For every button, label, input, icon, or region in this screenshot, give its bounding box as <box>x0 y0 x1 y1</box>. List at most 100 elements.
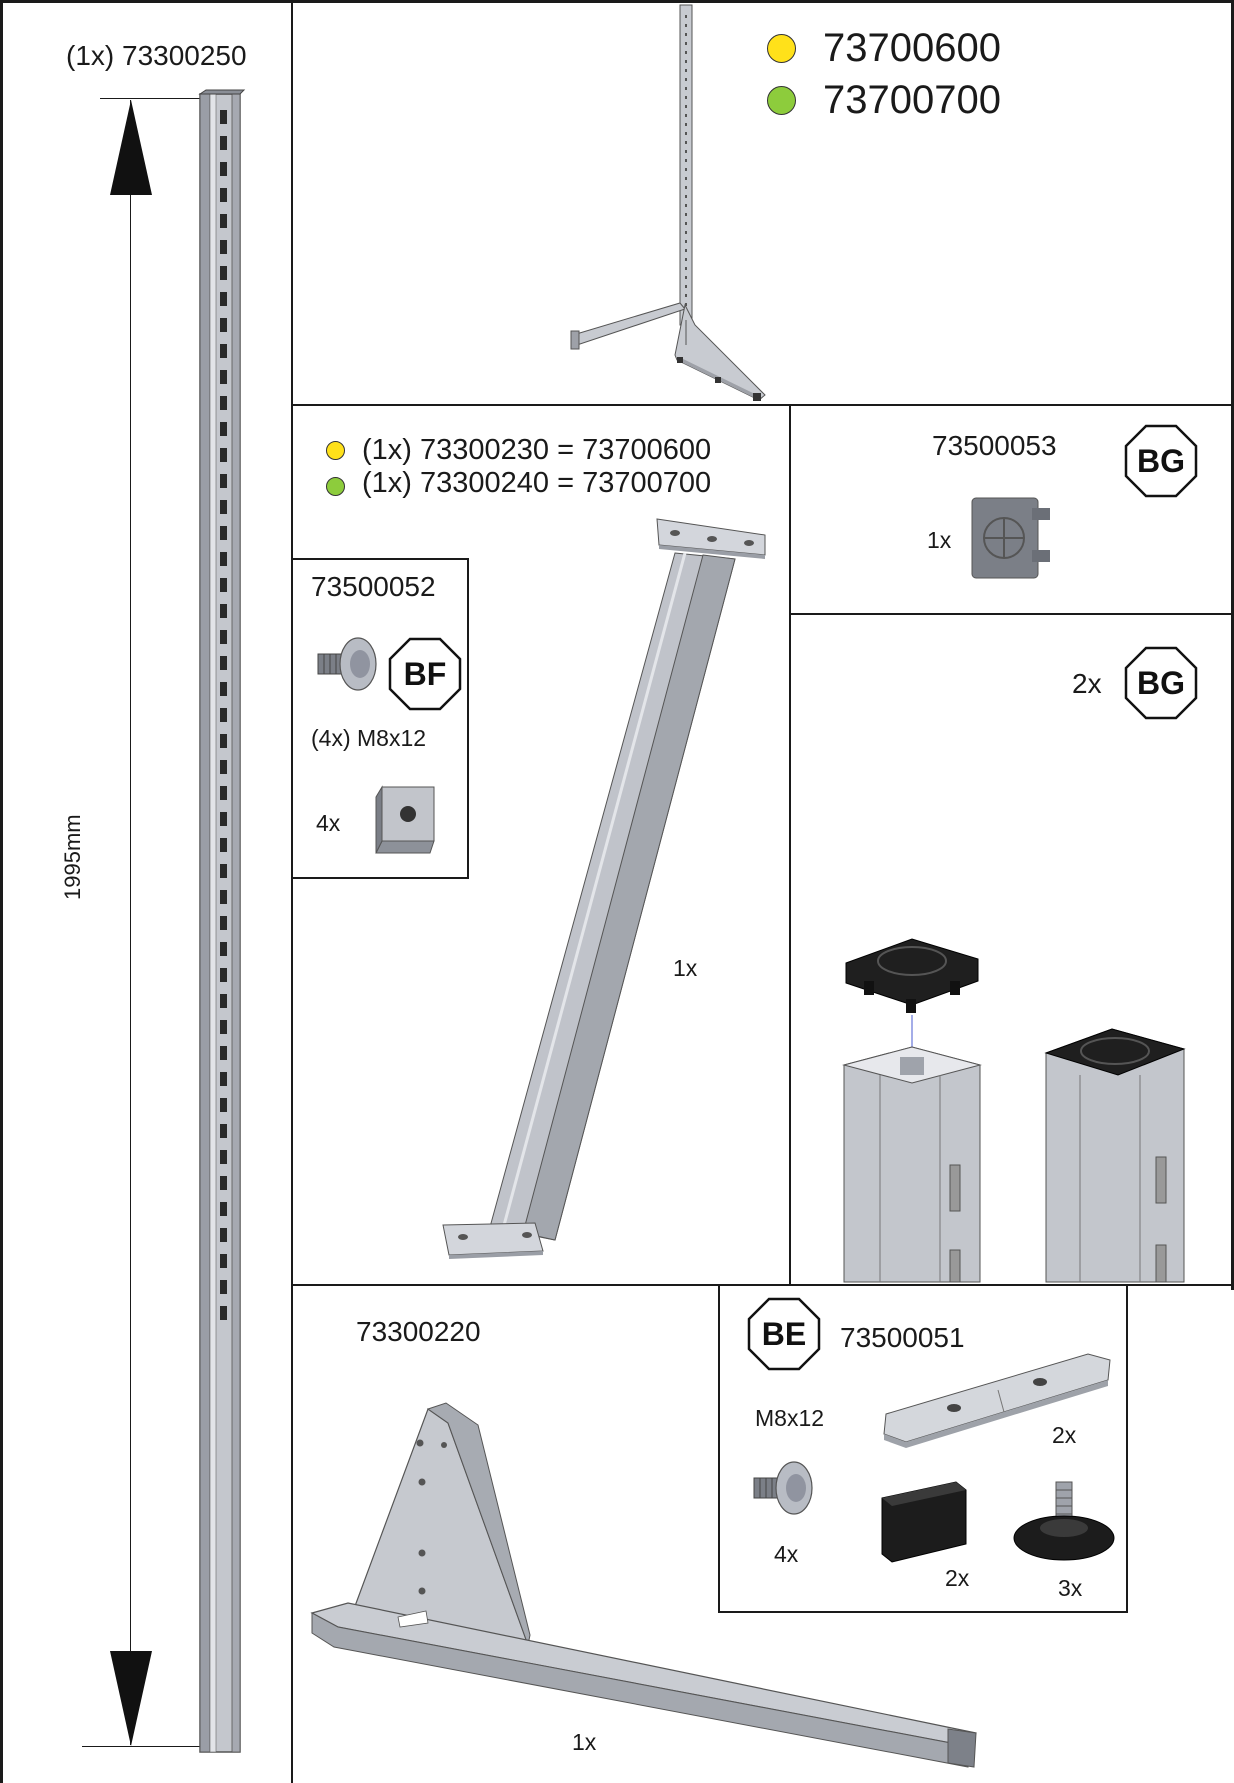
upright-slot <box>220 1254 227 1268</box>
upright-post-drawing <box>198 89 246 1753</box>
cap-install-drawing <box>842 938 1186 1283</box>
brace-variant-1: (1x) 73300230 = 73700600 <box>362 434 712 466</box>
kit-bolt-qty-be: 4x <box>774 1541 799 1567</box>
upright-slot <box>220 552 227 566</box>
badge-be-icon: BE <box>747 1297 821 1371</box>
divider-row1 <box>291 404 1234 406</box>
bolt-be-icon <box>753 1461 813 1515</box>
upright-slot <box>220 422 227 436</box>
brace-qty: 1x <box>673 955 698 981</box>
upright-slot <box>220 214 227 228</box>
brace-variant-dot-yellow <box>326 441 345 460</box>
upright-slot <box>220 1228 227 1242</box>
upright-slot <box>220 162 227 176</box>
upright-slot <box>220 136 227 150</box>
badge-be-label: BE <box>761 1315 807 1352</box>
upright-slot <box>220 1150 227 1164</box>
end-cap-gray-drawing <box>971 497 1050 579</box>
upright-slot <box>220 1020 227 1034</box>
cap-qty: 1x <box>927 527 952 553</box>
divider-row2 <box>291 1284 1234 1286</box>
brace-variant-dot-green <box>326 477 345 496</box>
assembled-rack-drawing <box>570 4 766 401</box>
foot-drawing <box>310 1402 977 1768</box>
upright-slot <box>220 266 227 280</box>
upright-slot <box>220 864 227 878</box>
badge-bg-install-icon: BG <box>1124 646 1198 720</box>
square-nut-icon <box>375 785 435 854</box>
upright-slot <box>220 318 227 332</box>
kit-nut-qty-bf: 4x <box>316 810 341 836</box>
upright-slot <box>220 760 227 774</box>
dimension-line <box>130 100 131 1745</box>
kit-code-bf: 73500052 <box>311 571 436 602</box>
upright-slot <box>220 1202 227 1216</box>
model-color-dot-green <box>767 86 796 115</box>
upright-slot <box>220 1280 227 1294</box>
upright-slot <box>220 604 227 618</box>
dimension-label: 1995mm <box>60 814 85 900</box>
upright-slot <box>220 344 227 358</box>
upright-slot <box>220 786 227 800</box>
kit-plate-qty-be: 2x <box>1052 1422 1077 1448</box>
upright-slot <box>220 1124 227 1138</box>
badge-bg-label: BG <box>1137 442 1185 479</box>
upright-slot <box>220 812 227 826</box>
kit-bolt-label-be: M8x12 <box>755 1405 825 1431</box>
upright-slot <box>220 682 227 696</box>
frame-left <box>0 0 3 1783</box>
end-cap-black-icon <box>881 1481 967 1563</box>
brace-variant-2: (1x) 73300240 = 73700700 <box>362 467 712 499</box>
upright-slot <box>220 916 227 930</box>
dimension-arrow-up-icon <box>110 100 152 195</box>
upright-slot <box>220 1072 227 1086</box>
kit-leveler-qty-be: 3x <box>1058 1575 1083 1601</box>
divider-brace-cap <box>789 404 791 1286</box>
upright-slot <box>220 994 227 1008</box>
dimension-bottom-extension <box>82 1746 212 1747</box>
cap-code: 73500053 <box>932 430 1057 461</box>
badge-bg-icon: BG <box>1124 424 1198 498</box>
hardware-kit-box-be <box>718 1285 1128 1613</box>
upright-slot <box>220 942 227 956</box>
foot-qty: 1x <box>572 1729 597 1755</box>
model-number-2: 73700700 <box>823 78 1001 122</box>
cap-install-qty: 2x <box>1072 668 1102 699</box>
upright-slot <box>220 734 227 748</box>
upright-slot <box>220 370 227 384</box>
model-color-dot-yellow <box>767 34 796 63</box>
upright-slot <box>220 630 227 644</box>
upright-slot <box>220 838 227 852</box>
upright-slot <box>220 890 227 904</box>
kit-code-be: 73500051 <box>840 1322 965 1353</box>
dimension-arrow-down-icon <box>110 1651 152 1746</box>
badge-bf-label: BF <box>403 655 447 692</box>
upright-slot <box>220 1046 227 1060</box>
leveler-foot-icon <box>1013 1481 1115 1561</box>
divider-vertical-main <box>291 0 293 1783</box>
upright-slot <box>220 110 227 124</box>
badge-bf-icon: BF <box>388 637 462 711</box>
upright-slot <box>220 526 227 540</box>
connector-plate-icon <box>883 1353 1111 1448</box>
divider-cap-install <box>789 613 1234 615</box>
model-number-1: 73700600 <box>823 26 1001 70</box>
upright-slot <box>220 474 227 488</box>
bolt-icon <box>317 637 377 691</box>
upright-slot <box>220 1306 227 1320</box>
brace-drawing <box>442 518 766 1259</box>
kit-endcap-qty-be: 2x <box>945 1565 970 1591</box>
upright-title: (1x) 73300250 <box>66 40 247 71</box>
hardware-kit-box-bf <box>291 558 469 879</box>
upright-slot <box>220 240 227 254</box>
kit-bolt-label-bf: (4x) M8x12 <box>311 725 427 751</box>
foot-code: 73300220 <box>356 1316 481 1347</box>
upright-slot <box>220 292 227 306</box>
badge-bg-install-label: BG <box>1137 664 1185 701</box>
upright-slot <box>220 656 227 670</box>
upright-slot <box>220 578 227 592</box>
upright-slot <box>220 968 227 982</box>
frame-top <box>0 0 1234 3</box>
frame-right <box>1231 0 1234 1290</box>
dimension-top-extension <box>100 98 212 99</box>
